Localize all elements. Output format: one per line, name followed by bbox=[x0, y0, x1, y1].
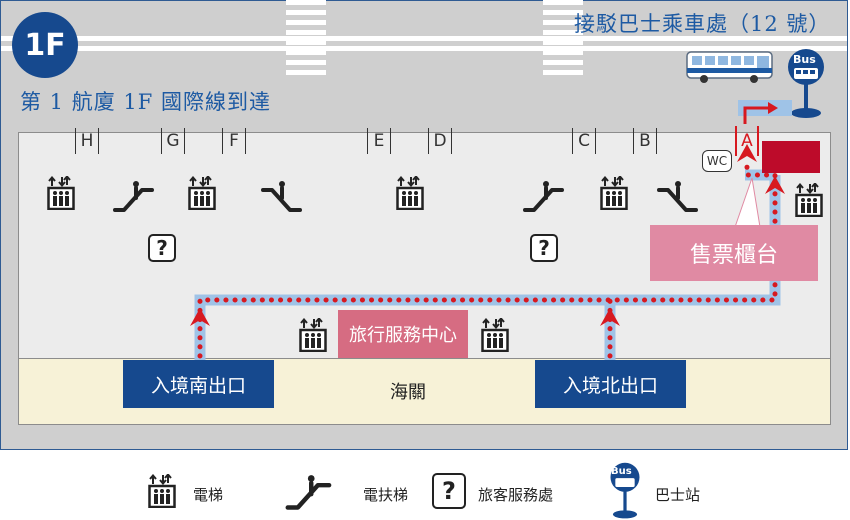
legend-bus-stop-icon bbox=[610, 462, 640, 519]
route-arrow-icon bbox=[600, 308, 620, 326]
elevator-icon bbox=[396, 176, 424, 210]
elevator-icon bbox=[299, 318, 327, 352]
route-arrow-icon bbox=[768, 102, 778, 114]
legend-bus-sign-text: Bus bbox=[611, 466, 632, 477]
bus-icon bbox=[686, 51, 773, 83]
escalator-icon bbox=[112, 180, 156, 214]
info-icon: ? bbox=[148, 234, 176, 262]
road-lane-line bbox=[1, 46, 847, 51]
info-icon: ? bbox=[530, 234, 558, 262]
gate-a: A bbox=[735, 126, 759, 156]
bus-stop-title: 接駁巴士乘車處（12 號） bbox=[574, 12, 831, 36]
gate-g: G bbox=[161, 128, 185, 154]
exit-north: 入境北出口 bbox=[535, 360, 686, 408]
crosswalk bbox=[286, 0, 326, 80]
travel-service-center: 旅行服務中心 bbox=[338, 310, 468, 358]
road-lane-line bbox=[1, 36, 847, 41]
legend-info-icon: ? bbox=[432, 473, 466, 509]
gate-b: B bbox=[633, 128, 657, 154]
ticket-counter-label: 售票櫃台 bbox=[650, 225, 818, 281]
wc-icon: WC bbox=[702, 150, 732, 172]
gate-f: F bbox=[222, 128, 246, 154]
gate-h: H bbox=[75, 128, 99, 154]
route-arrow-icon bbox=[190, 308, 210, 326]
elevator-icon bbox=[188, 176, 216, 210]
elevator-icon bbox=[600, 176, 628, 210]
route-arrow-icon bbox=[765, 176, 785, 194]
customs-label: 海關 bbox=[390, 382, 426, 403]
floor-badge: 1F bbox=[12, 12, 78, 78]
legend-elevator-label: 電梯 bbox=[193, 486, 224, 504]
elevator-icon bbox=[47, 176, 75, 210]
legend bbox=[0, 451, 850, 520]
bus-stop-icon bbox=[788, 49, 824, 118]
legend-escalator-icon bbox=[284, 474, 334, 512]
escalator-icon bbox=[656, 180, 700, 214]
crosswalk bbox=[543, 0, 583, 80]
gate-c: C bbox=[572, 128, 596, 154]
legend-info-label: 旅客服務處 bbox=[478, 486, 554, 504]
escalator-icon bbox=[522, 180, 566, 214]
legend-elevator-icon bbox=[148, 468, 176, 514]
route-arrow-icon bbox=[737, 144, 757, 162]
elevator-icon bbox=[795, 183, 823, 217]
escalator-icon bbox=[260, 180, 304, 214]
exit-south: 入境南出口 bbox=[123, 360, 274, 408]
gate-d: D bbox=[428, 128, 452, 154]
gate-e: E bbox=[367, 128, 391, 154]
legend-escalator-label: 電扶梯 bbox=[363, 486, 409, 504]
bus-sign-text: Bus bbox=[793, 53, 816, 66]
legend-bus-label: 巴士站 bbox=[655, 486, 701, 504]
ticket-counter-block bbox=[762, 141, 820, 173]
terminal-title: 第 1 航廈 1F 國際線到達 bbox=[20, 90, 271, 114]
elevator-icon bbox=[481, 318, 509, 352]
